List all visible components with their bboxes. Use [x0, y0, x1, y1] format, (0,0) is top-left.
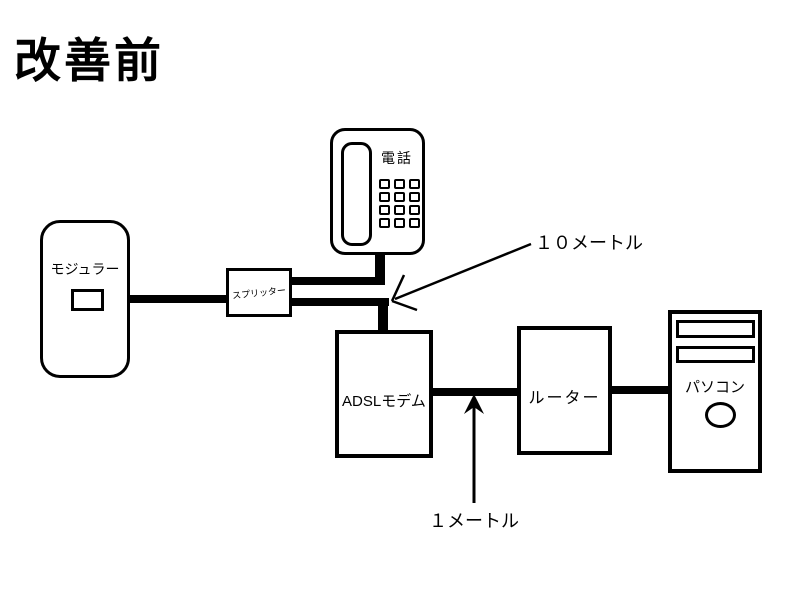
node-modular-jack: モジュラー — [40, 220, 130, 378]
adsl-modem-label: ADSLモデム — [342, 393, 426, 410]
keypad-button — [409, 179, 420, 189]
telephone-keypad-icon — [379, 179, 421, 228]
pc-label: パソコン — [684, 379, 745, 396]
keypad-button — [379, 192, 390, 202]
keypad-button — [409, 205, 420, 215]
one-meter-label: １メートル — [429, 511, 519, 531]
ten-meter-label: １０メートル — [535, 233, 643, 253]
keypad-button — [379, 205, 390, 215]
node-adsl-modem: ADSLモデム — [335, 330, 433, 458]
cable-router-to-pc — [610, 386, 670, 394]
node-telephone: 電話 — [330, 128, 425, 255]
cable-modular-to-splitter — [82, 295, 228, 303]
page-title: 改善前 — [14, 34, 164, 87]
router-label: ルーター — [528, 390, 601, 407]
modular-jack-label: モジュラー — [50, 261, 120, 277]
node-splitter: スプリッター — [226, 268, 292, 317]
keypad-button — [394, 179, 405, 189]
cable-splitter-to-phone-vertical — [375, 253, 385, 285]
cable-splitter-to-modem-vertical — [378, 298, 388, 332]
pc-power-button-icon — [705, 402, 736, 428]
pc-drive-bay — [676, 320, 755, 338]
keypad-button — [379, 218, 390, 228]
cable-splitter-to-phone-horizontal — [290, 277, 385, 285]
modular-jack-port — [71, 289, 104, 311]
keypad-button — [394, 205, 405, 215]
cable-splitter-to-modem-horizontal — [290, 298, 389, 306]
telephone-label: 電話 — [381, 150, 413, 166]
splitter-label: スプリッター — [231, 285, 287, 301]
keypad-button — [409, 192, 420, 202]
keypad-button — [394, 192, 405, 202]
one-meter-arrow — [464, 394, 484, 503]
cable-modem-to-router — [431, 388, 519, 396]
keypad-button — [409, 218, 420, 228]
keypad-button — [394, 218, 405, 228]
keypad-button — [379, 179, 390, 189]
telephone-handset-icon — [341, 142, 372, 246]
node-router: ルーター — [517, 326, 612, 455]
pc-drive-bay — [676, 346, 755, 363]
node-pc: パソコン — [668, 310, 762, 473]
